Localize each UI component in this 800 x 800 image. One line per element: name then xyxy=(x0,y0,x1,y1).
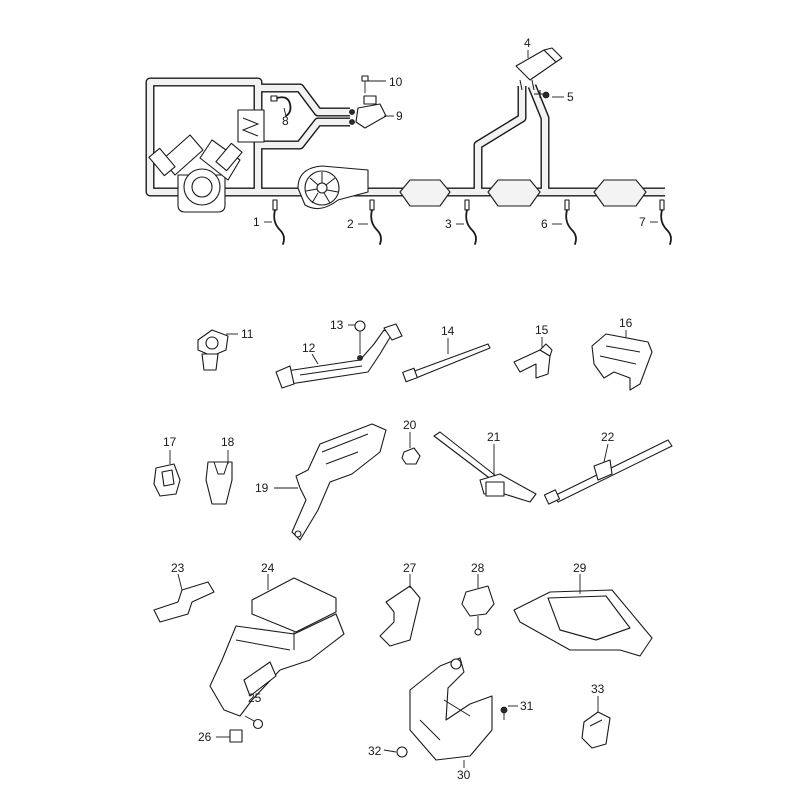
clip-28 xyxy=(461,585,495,636)
clip-15 xyxy=(513,343,553,379)
temperature-sensor-2 xyxy=(369,199,382,245)
callout-2: 2 xyxy=(347,217,354,231)
turbocharger xyxy=(297,165,369,210)
bolt-5 xyxy=(534,90,550,99)
callout-3: 3 xyxy=(445,217,452,231)
temperature-sensor-3 xyxy=(464,199,477,245)
cable-tie-14 xyxy=(402,343,491,383)
callout-14: 14 xyxy=(441,324,455,338)
callout-16: 16 xyxy=(619,316,633,330)
exhaust-schematic xyxy=(145,47,672,245)
screw-25 xyxy=(244,715,264,730)
callout-21: 21 xyxy=(487,430,501,444)
callout-9: 9 xyxy=(396,109,403,123)
egr-cooler xyxy=(237,109,265,143)
callout-10: 10 xyxy=(389,75,403,89)
callout-25: 25 xyxy=(248,691,262,705)
control-unit-29 xyxy=(513,589,653,657)
clip-18 xyxy=(205,461,233,505)
callout-28: 28 xyxy=(471,561,485,575)
callout-4: 4 xyxy=(524,36,531,50)
cable-tie-21 xyxy=(433,431,537,503)
callout-31: 31 xyxy=(520,699,534,713)
bracket-27 xyxy=(379,585,421,647)
bolt-10 xyxy=(361,75,369,93)
callout-33: 33 xyxy=(591,682,605,696)
screw-31 xyxy=(500,706,508,720)
callout-19: 19 xyxy=(255,481,269,495)
bracket-23 xyxy=(153,581,215,623)
control-unit-bracket-24 xyxy=(209,577,345,717)
catalytic-converter-1 xyxy=(399,179,451,207)
callout-labels: 1 2 3 4 5 6 7 8 9 10 11 12 13 14 15 16 1… xyxy=(163,36,646,782)
callout-17: 17 xyxy=(163,435,177,449)
nut-32 xyxy=(396,746,408,758)
sensor-8 xyxy=(270,95,292,117)
temperature-sensor-6 xyxy=(564,199,577,245)
leader-lines xyxy=(169,50,658,768)
temperature-sensor-1 xyxy=(272,199,285,245)
callout-8: 8 xyxy=(282,114,289,128)
callout-5: 5 xyxy=(567,90,574,104)
catalytic-converter-2 xyxy=(487,179,541,207)
particulate-filter xyxy=(593,179,647,207)
nut-26 xyxy=(229,729,243,743)
engine-block xyxy=(148,134,243,213)
callout-15: 15 xyxy=(535,323,549,337)
callout-27: 27 xyxy=(403,561,417,575)
temperature-sensor-7 xyxy=(659,199,672,245)
callout-11: 11 xyxy=(241,327,254,341)
callout-30: 30 xyxy=(457,768,471,782)
callout-18: 18 xyxy=(221,435,235,449)
bracket-19 xyxy=(291,423,387,541)
bracket-30 xyxy=(409,657,493,761)
callout-12: 12 xyxy=(302,341,316,355)
pressure-sender xyxy=(515,47,563,91)
clip-11 xyxy=(197,329,229,371)
clip-33 xyxy=(581,711,611,749)
nut-20 xyxy=(401,447,421,465)
callout-22: 22 xyxy=(601,430,615,444)
callout-23: 23 xyxy=(171,561,185,575)
egr-sensor xyxy=(349,95,387,129)
bracket-12 xyxy=(275,323,403,389)
callout-26: 26 xyxy=(198,730,212,744)
callout-7: 7 xyxy=(639,215,646,229)
callout-13: 13 xyxy=(330,318,344,332)
holder-16 xyxy=(591,333,653,391)
callout-32: 32 xyxy=(368,744,382,758)
callout-20: 20 xyxy=(403,418,417,432)
callout-6: 6 xyxy=(541,217,548,231)
bolt-13 xyxy=(354,320,366,361)
callout-1: 1 xyxy=(253,215,260,229)
clip-17 xyxy=(153,463,181,497)
callout-29: 29 xyxy=(573,561,587,575)
cable-tie-22 xyxy=(543,439,673,505)
callout-24: 24 xyxy=(261,561,275,575)
